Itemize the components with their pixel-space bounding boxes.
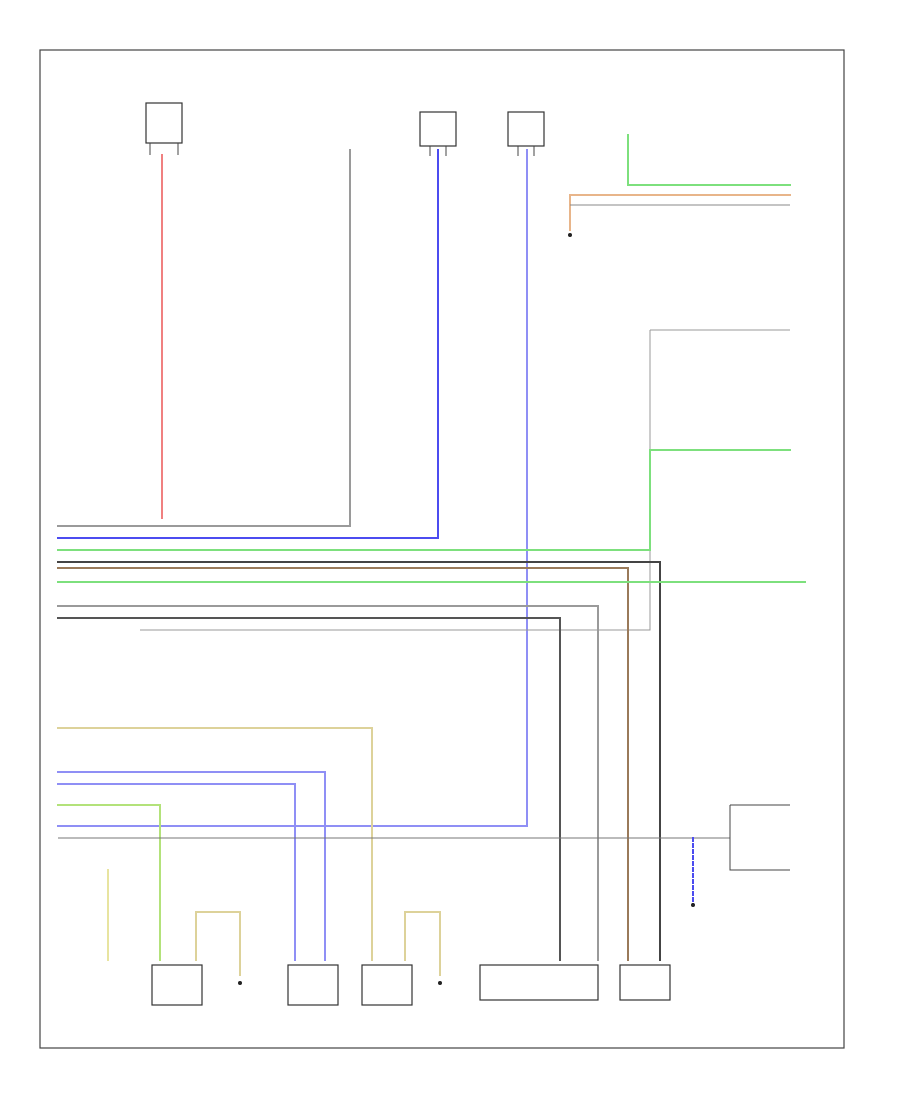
wire-light-blue-3 bbox=[57, 783, 296, 961]
bottom-box-2 bbox=[287, 964, 339, 1006]
wire-gray-1 bbox=[57, 149, 351, 527]
diagram-frame bbox=[39, 49, 845, 1049]
wire-dark-gray-2 bbox=[57, 617, 561, 961]
component-connector-3 bbox=[517, 146, 535, 156]
wires bbox=[57, 134, 806, 976]
ground-icon bbox=[438, 981, 442, 985]
wire-dark-gray-1 bbox=[57, 561, 661, 961]
component-box-2 bbox=[419, 111, 457, 147]
bottom-box-5 bbox=[619, 964, 671, 1001]
ground-icon bbox=[691, 903, 695, 907]
component-box-3 bbox=[507, 111, 545, 147]
wire-gray-right bbox=[140, 329, 790, 631]
ground-icon bbox=[568, 233, 572, 237]
bottom-components bbox=[151, 964, 671, 1006]
wire-light-blue-1 bbox=[57, 149, 528, 827]
wire-tan-3 bbox=[404, 911, 441, 976]
component-connector-2 bbox=[429, 146, 447, 156]
wire-tan-2 bbox=[195, 911, 241, 976]
component-connector-1 bbox=[149, 143, 179, 155]
ground-icon bbox=[238, 981, 242, 985]
bottom-box-1 bbox=[151, 964, 203, 1006]
wire-right-connector bbox=[729, 804, 790, 871]
wire-brown bbox=[57, 567, 629, 961]
wire-green-3 bbox=[57, 449, 651, 551]
top-components bbox=[145, 102, 545, 156]
wire-gray-2 bbox=[57, 605, 599, 961]
bottom-box-4 bbox=[479, 964, 599, 1001]
bottom-box-3 bbox=[361, 964, 413, 1006]
wire-green-1 bbox=[627, 134, 791, 186]
wire-orange-1 bbox=[569, 194, 791, 231]
wire-yellow-green bbox=[57, 804, 161, 961]
ground-symbols bbox=[238, 233, 695, 985]
wire-light-blue-2 bbox=[57, 771, 326, 961]
wire-tan-1 bbox=[57, 727, 373, 961]
component-box-1 bbox=[145, 102, 183, 144]
wire-blue-1 bbox=[57, 149, 439, 539]
